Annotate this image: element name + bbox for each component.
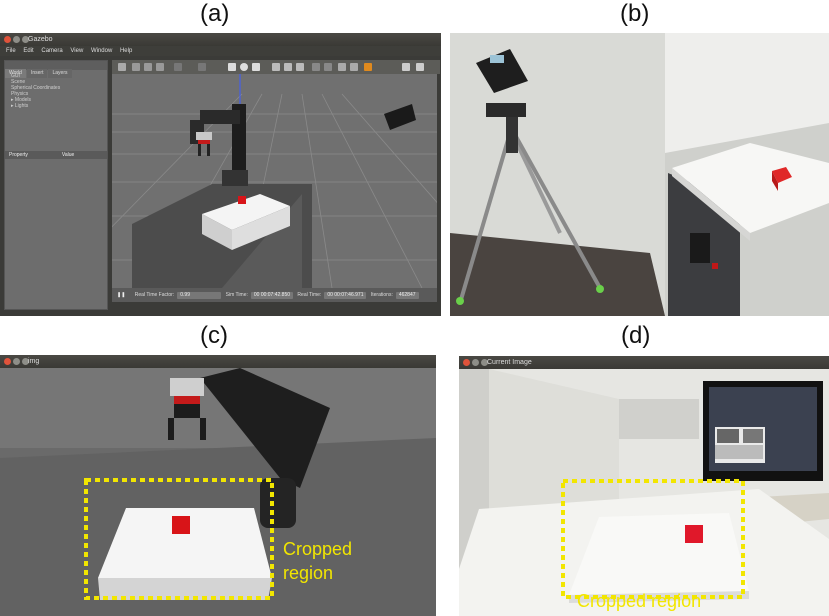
tree-item-lights[interactable]: ▸ Lights	[11, 103, 29, 109]
crop-box	[84, 478, 274, 600]
pause-icon[interactable]: ❚❚	[117, 292, 126, 298]
tree-item-spherical[interactable]: Spherical Coordinates	[11, 85, 61, 91]
minimize-icon[interactable]	[472, 359, 479, 366]
tree-item-scene[interactable]: Scene	[11, 79, 26, 85]
panel-label-b: (b)	[620, 0, 650, 27]
cylinder-shape-icon[interactable]	[252, 63, 260, 71]
paste-icon[interactable]	[324, 63, 332, 71]
snap-icon[interactable]	[350, 63, 358, 71]
maximize-icon[interactable]	[22, 36, 29, 43]
undo-icon[interactable]	[174, 63, 182, 71]
menu-view[interactable]: View	[70, 48, 84, 54]
window-title: img	[28, 358, 40, 365]
window-titlebar: img	[0, 355, 436, 368]
tree-item-physics[interactable]: Physics	[11, 91, 29, 97]
property-col: Property	[9, 152, 28, 158]
redo-icon[interactable]	[198, 63, 206, 71]
iterations-value: 462847	[395, 292, 419, 299]
minimize-icon[interactable]	[13, 36, 20, 43]
panel-b-real-setup-photo	[450, 33, 829, 316]
menu-window[interactable]: Window	[90, 48, 113, 54]
panel-label-a: (a)	[200, 0, 230, 27]
crop-label-line2: region	[283, 563, 334, 583]
close-icon[interactable]	[4, 36, 11, 43]
tree-item-models[interactable]: ▸ Models	[11, 97, 32, 103]
translate-tool-icon[interactable]	[132, 63, 140, 71]
menu-file[interactable]: File	[6, 48, 16, 54]
sim-camera-image	[0, 368, 436, 616]
panel-label-c: (c)	[200, 322, 228, 349]
gazebo-toolbar	[112, 60, 440, 74]
menu-bar: File Edit Camera View Window Help	[0, 46, 441, 56]
sphere-shape-icon[interactable]	[240, 63, 248, 71]
tab-insert[interactable]: Insert	[26, 69, 48, 78]
select-tool-icon[interactable]	[118, 63, 126, 71]
crop-box	[561, 479, 745, 599]
scale-tool-icon[interactable]	[156, 63, 164, 71]
minimize-icon[interactable]	[13, 358, 20, 365]
rtf-value: 0.99	[177, 292, 222, 299]
sim-time-value: 00 00:07:42.850	[250, 292, 294, 299]
window-titlebar: Gazebo	[0, 33, 441, 46]
spot-light-icon[interactable]	[284, 63, 292, 71]
menu-help[interactable]: Help	[119, 48, 133, 54]
panel-c-img-window: img	[0, 355, 436, 616]
crop-label: Cropped region	[577, 591, 702, 611]
tab-layers[interactable]: Layers	[48, 69, 72, 78]
window-titlebar: Current Image	[459, 356, 829, 369]
rtf-label: Real Time Factor:	[134, 292, 175, 298]
video-icon[interactable]	[416, 63, 424, 71]
iterations-label: Iterations:	[370, 292, 393, 298]
panel-label-d: (d)	[621, 322, 651, 349]
real-camera-image	[459, 369, 829, 616]
sim-time-label: Sim Time:	[225, 292, 248, 298]
light-icon[interactable]	[272, 63, 280, 71]
dir-light-icon[interactable]	[296, 63, 304, 71]
menu-edit[interactable]: Edit	[23, 48, 34, 54]
maximize-icon[interactable]	[22, 358, 29, 365]
close-icon[interactable]	[463, 359, 470, 366]
panel-d-current-image-window: Current Image	[459, 356, 829, 616]
world-tree: GUI Scene Spherical Coordinates Physics …	[11, 73, 60, 109]
window-title: Gazebo	[28, 36, 53, 43]
maximize-icon[interactable]	[481, 359, 488, 366]
screenshot-icon[interactable]	[402, 63, 410, 71]
close-icon[interactable]	[4, 358, 11, 365]
real-time-value: 00 00:07:46.971	[324, 292, 367, 299]
crop-label-line1: Cropped	[283, 539, 353, 559]
box-shape-icon[interactable]	[228, 63, 236, 71]
gazebo-viewport[interactable]	[112, 74, 437, 288]
real-time-label: Real Time:	[297, 292, 322, 298]
copy-icon[interactable]	[312, 63, 320, 71]
window-title: Current Image	[487, 359, 532, 366]
value-col: Value	[61, 152, 75, 158]
tree-item-gui[interactable]: GUI	[11, 73, 20, 79]
rotate-tool-icon[interactable]	[144, 63, 152, 71]
record-icon[interactable]	[364, 63, 372, 71]
tab-world[interactable]: World	[5, 69, 26, 78]
align-icon[interactable]	[338, 63, 346, 71]
menu-camera[interactable]: Camera	[41, 48, 63, 54]
property-header: Property Value	[5, 151, 107, 159]
gazebo-status-bar: ❚❚ Real Time Factor:0.99 Sim Time:00 00:…	[112, 288, 437, 302]
